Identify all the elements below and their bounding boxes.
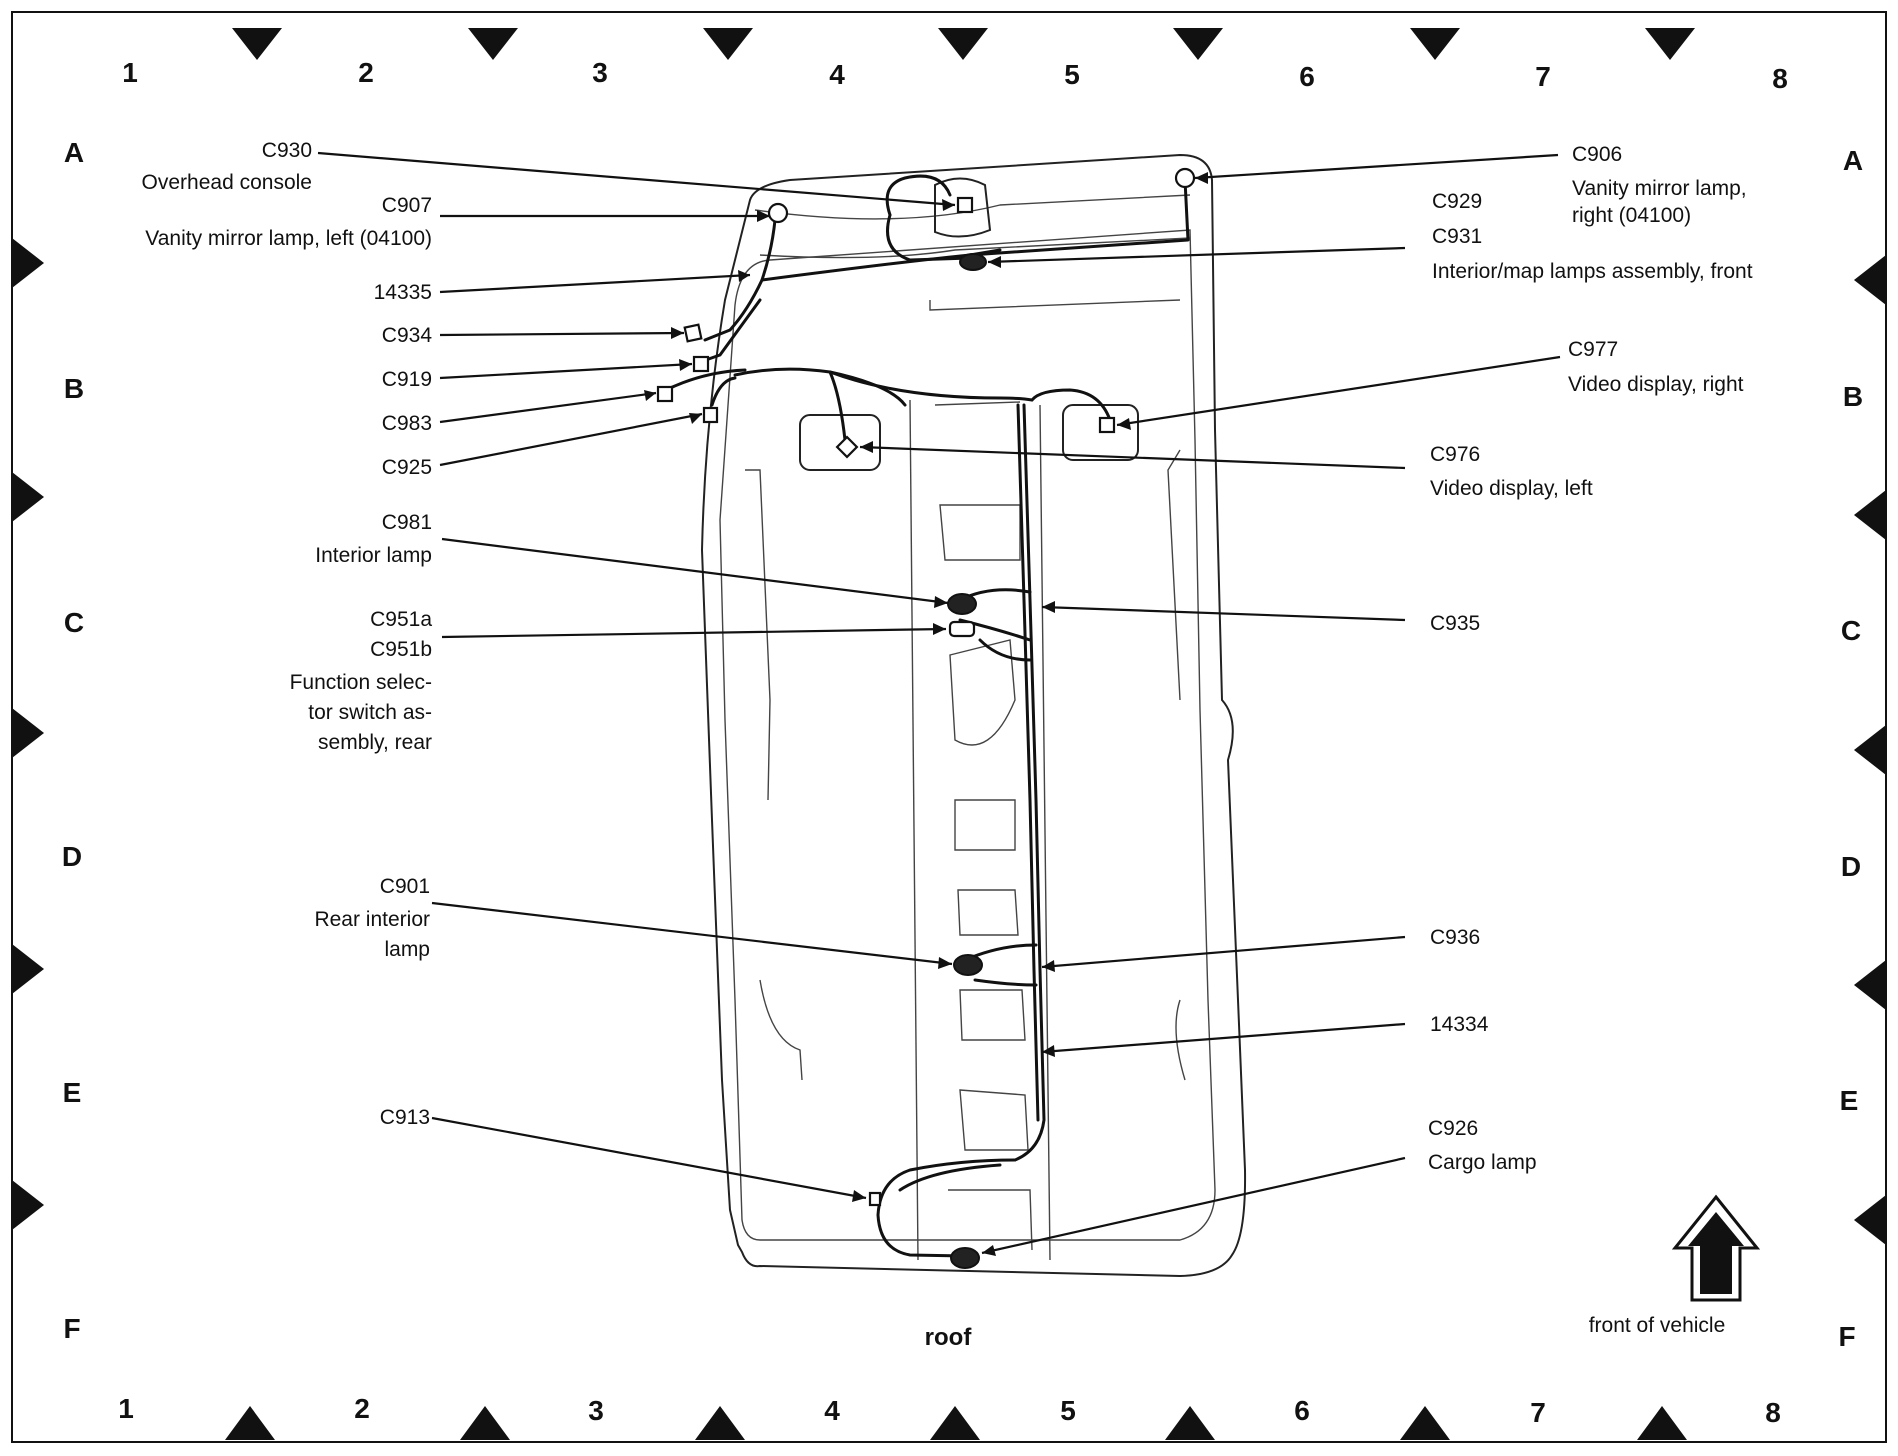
connectors <box>656 167 1196 1269</box>
col-label: 4 <box>829 59 845 90</box>
c926-connector <box>950 1247 980 1269</box>
left-zone-markers <box>12 238 44 1230</box>
row-label: C <box>1841 615 1861 646</box>
c931-connector <box>959 253 987 271</box>
c951a-code: C951a <box>370 608 432 631</box>
diagram-caption: roof <box>925 1324 973 1351</box>
col-label: 6 <box>1299 61 1315 92</box>
row-label: A <box>64 137 84 168</box>
c906-connector <box>1174 167 1196 189</box>
c981-connector <box>947 593 977 615</box>
c951-desc-line1: Function selec- <box>290 671 432 694</box>
grid-columns-top: 1 2 3 4 5 6 7 8 <box>122 57 1788 94</box>
col-label: 7 <box>1535 61 1551 92</box>
col-label: 5 <box>1060 1395 1076 1426</box>
c907-code: C907 <box>382 194 432 217</box>
front-of-vehicle-label: front of vehicle <box>1589 1314 1726 1337</box>
c906-desc-line2: right (04100) <box>1572 204 1691 227</box>
right-zone-markers <box>1854 255 1886 1245</box>
c930-code: C930 <box>262 139 312 162</box>
c926-code: C926 <box>1428 1117 1478 1140</box>
bottom-zone-markers <box>225 1406 1687 1440</box>
col-label: 2 <box>358 57 374 88</box>
c934-connector <box>683 323 703 343</box>
c930-desc: Overhead console <box>142 171 312 194</box>
c901-code: C901 <box>380 875 430 898</box>
c981-desc: Interior lamp <box>315 544 432 567</box>
row-label: D <box>1841 851 1861 882</box>
c907-desc: Vanity mirror lamp, left (04100) <box>145 227 432 250</box>
c951-connector <box>948 620 976 638</box>
roof-panel-outline <box>700 153 1247 1278</box>
col-label: 4 <box>824 1395 840 1426</box>
c906-code: C906 <box>1572 143 1622 166</box>
row-label: D <box>62 841 82 872</box>
row-label: E <box>1840 1085 1859 1116</box>
c935-code: C935 <box>1430 612 1480 635</box>
c934-code: C934 <box>382 324 433 347</box>
row-label: B <box>64 373 84 404</box>
col-label: 8 <box>1772 63 1788 94</box>
col-label: 5 <box>1064 59 1080 90</box>
col-label: 2 <box>354 1393 370 1424</box>
c977-connector <box>1098 416 1116 434</box>
c951-desc-line2: tor switch as- <box>308 701 432 724</box>
col-label: 1 <box>118 1393 134 1424</box>
c925-connector <box>702 406 719 424</box>
c907-connector <box>767 202 789 224</box>
grid-rows-left: A B C D E F <box>62 137 84 1344</box>
c930-connector <box>956 196 974 214</box>
w14335-code: 14335 <box>374 281 432 304</box>
c983-code: C983 <box>382 412 432 435</box>
c976-connector <box>835 435 859 459</box>
c906-desc-line1: Vanity mirror lamp, <box>1572 177 1747 200</box>
c901-desc-line1: Rear interior <box>314 908 430 931</box>
front-of-vehicle-indicator: front of vehicle <box>1589 1194 1761 1337</box>
c925-code: C925 <box>382 456 432 479</box>
row-label: F <box>63 1313 80 1344</box>
c919-connector <box>692 355 710 373</box>
c913-connector <box>868 1191 882 1207</box>
c913-code: C913 <box>380 1106 430 1129</box>
row-label: B <box>1843 381 1863 412</box>
c951b-code: C951b <box>370 638 432 661</box>
top-zone-markers <box>232 28 1695 60</box>
c981-code: C981 <box>382 511 432 534</box>
row-label: C <box>64 607 84 638</box>
callouts-left: C930 Overhead console C907 Vanity mirror… <box>142 139 433 1129</box>
c983-connector <box>656 385 674 403</box>
c976-code: C976 <box>1430 443 1480 466</box>
row-label: A <box>1843 145 1863 176</box>
c901-connector <box>953 954 983 976</box>
grid-rows-right: A B C D E F <box>1838 145 1863 1352</box>
callouts-right: C906 Vanity mirror lamp, right (04100) C… <box>1428 143 1753 1174</box>
col-label: 7 <box>1530 1397 1546 1428</box>
c901-desc-line2: lamp <box>384 938 430 961</box>
c951-desc-line3: sembly, rear <box>318 731 432 754</box>
col-label: 3 <box>592 57 608 88</box>
c976-desc: Video display, left <box>1430 477 1593 500</box>
c936-code: C936 <box>1430 926 1480 949</box>
col-label: 3 <box>588 1395 604 1426</box>
col-label: 1 <box>122 57 138 88</box>
c926-desc: Cargo lamp <box>1428 1151 1537 1174</box>
col-label: 6 <box>1294 1395 1310 1426</box>
w14334-code: 14334 <box>1430 1013 1489 1036</box>
c977-desc: Video display, right <box>1568 373 1744 396</box>
col-label: 8 <box>1765 1397 1781 1428</box>
c977-code: C977 <box>1568 338 1618 361</box>
leader-lines <box>317 151 1561 1256</box>
row-label: E <box>63 1077 82 1108</box>
c919-code: C919 <box>382 368 432 391</box>
c931-desc: Interior/map lamps assembly, front <box>1432 260 1753 283</box>
c931-code: C931 <box>1432 225 1482 248</box>
row-label: F <box>1838 1321 1855 1352</box>
c929-code: C929 <box>1432 190 1482 213</box>
wiring-harness <box>658 174 1190 1258</box>
grid-columns-bottom: 1 2 3 4 5 6 7 8 <box>118 1393 1781 1428</box>
